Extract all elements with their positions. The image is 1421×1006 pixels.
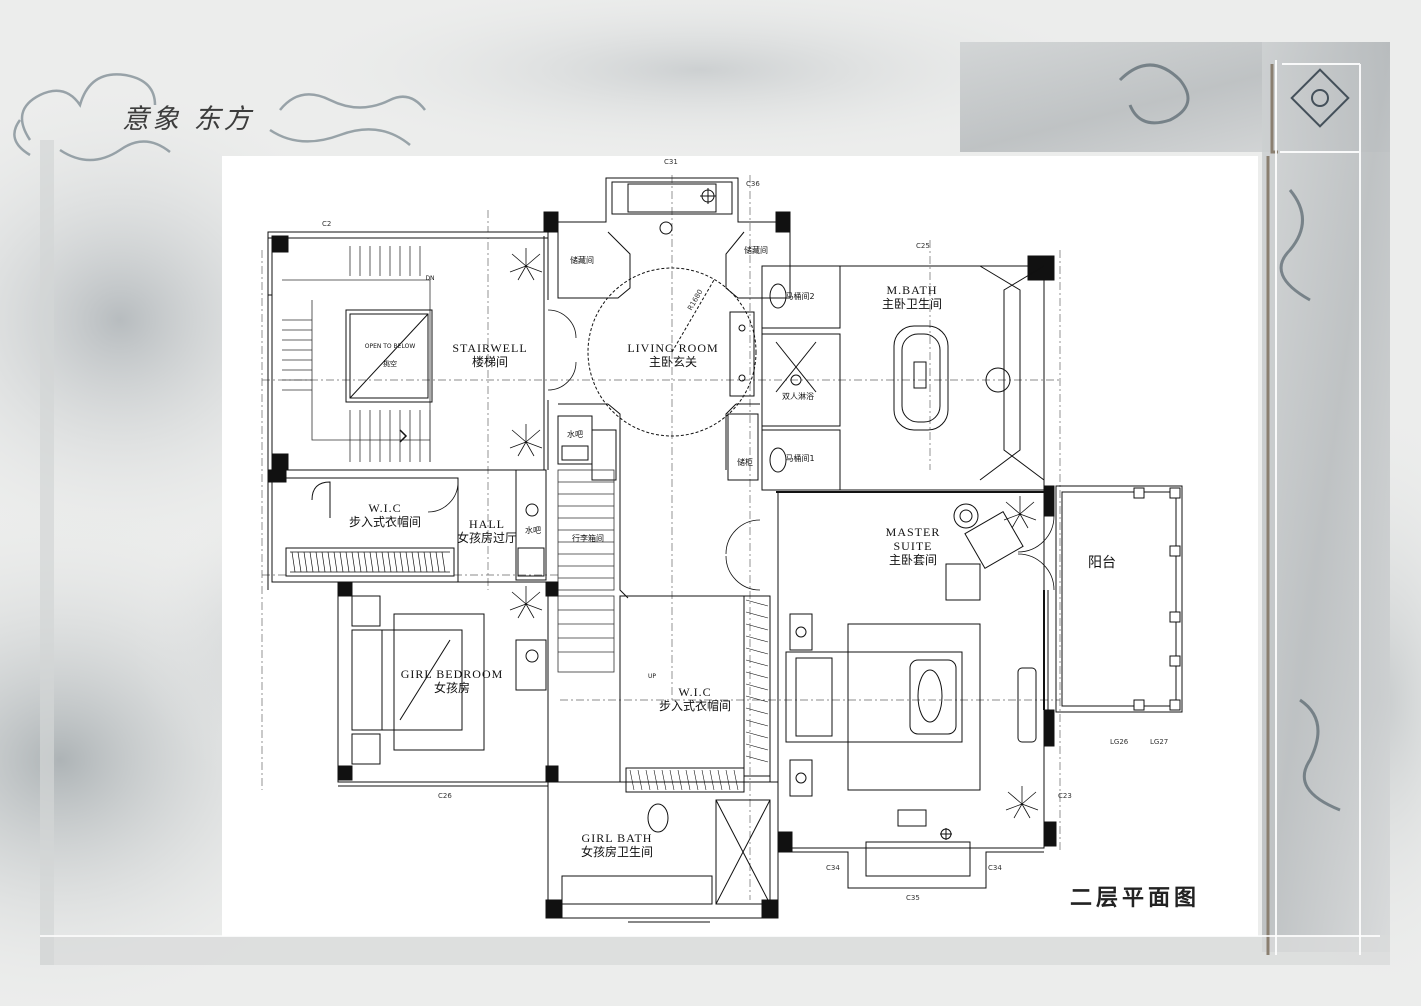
tag-lg27: LG27 [1150,738,1169,746]
open-to-below-label: OPEN TO BELOW [364,343,416,350]
tag-c2: C2 [322,220,332,228]
room-balcony: 阳台 [1082,556,1122,572]
storage-right-label: 储藏间 [744,246,768,255]
girl-bedroom-en: GIRL BEDROOM [400,667,504,681]
dn-label: DN [425,275,435,282]
room-hall: HALL 女孩房过厅 [452,517,522,546]
master-suite-en2: SUITE [893,538,933,553]
stairwell-en: STAIRWELL [452,341,528,355]
drawing-title: 二层平面图 [1070,886,1201,911]
wic-top-cn: 步入式衣帽间 [348,514,421,529]
water-bar-2-label: 水吧 [525,526,541,535]
tag-lg26: LG26 [1110,738,1129,746]
plan-sheet [222,156,1258,936]
page-title: 意象 东方 [122,104,254,135]
water-bar-label: 水吧 [567,430,583,439]
tag-c23: C23 [1058,792,1072,800]
girl-bedroom-cn: 女孩房 [433,680,470,695]
tag-c34: C34 [826,864,840,872]
toilet-2-label: 马桶间2 [785,292,815,301]
room-girl-bedroom: GIRL BEDROOM 女孩房 [396,667,508,696]
room-wic-bottom: W.I.C 步入式衣帽间 [650,685,740,714]
m-bath-en: M.BATH [886,283,938,297]
tag-c35: C35 [906,894,920,902]
room-girl-bath: GIRL BATH 女孩房卫生间 [572,831,662,860]
wic-bottom-en: W.I.C [678,685,712,699]
living-room-en: LIVING ROOM [627,341,719,355]
hall-en: HALL [469,517,505,531]
room-stairwell: STAIRWELL 楼梯间 [440,341,540,370]
room-living: LIVING ROOM 主卧玄关 [620,341,726,370]
room-m-bath: M.BATH 主卧卫生间 [872,283,952,312]
living-room-cn: 主卧玄关 [648,354,697,369]
tag-c25: C25 [916,242,930,250]
wic-bottom-cn: 步入式衣帽间 [658,698,731,713]
hall-cn: 女孩房过厅 [456,530,517,545]
cabinet-label: 储柜 [737,458,753,467]
master-suite-en1: MASTER [885,525,941,539]
tag-c34b: C34 [988,864,1002,872]
balcony-cn: 阳台 [1088,556,1116,571]
room-master-suite: MASTER SUITE 主卧套间 [878,525,948,567]
storage-left-label: 储藏间 [570,256,594,265]
tag-c36: C36 [746,180,760,188]
void-label: 挑空 [383,360,397,368]
up-label: UP [647,673,656,680]
master-suite-cn: 主卧套间 [888,552,937,567]
luggage-label: 行李箱间 [572,534,604,543]
m-bath-cn: 主卧卫生间 [881,296,942,311]
girl-bath-en: GIRL BATH [581,831,653,845]
stairwell-cn: 楼梯间 [471,354,508,369]
room-wic-top: W.I.C 步入式衣帽间 [340,501,430,530]
tag-c26: C26 [438,792,452,800]
toilet-1-label: 马桶间1 [785,454,815,463]
girl-bath-cn: 女孩房卫生间 [580,844,653,859]
double-shower-label: 双人淋浴 [782,392,814,401]
wic-top-en: W.I.C [368,501,402,515]
tag-c31: C31 [664,158,678,166]
